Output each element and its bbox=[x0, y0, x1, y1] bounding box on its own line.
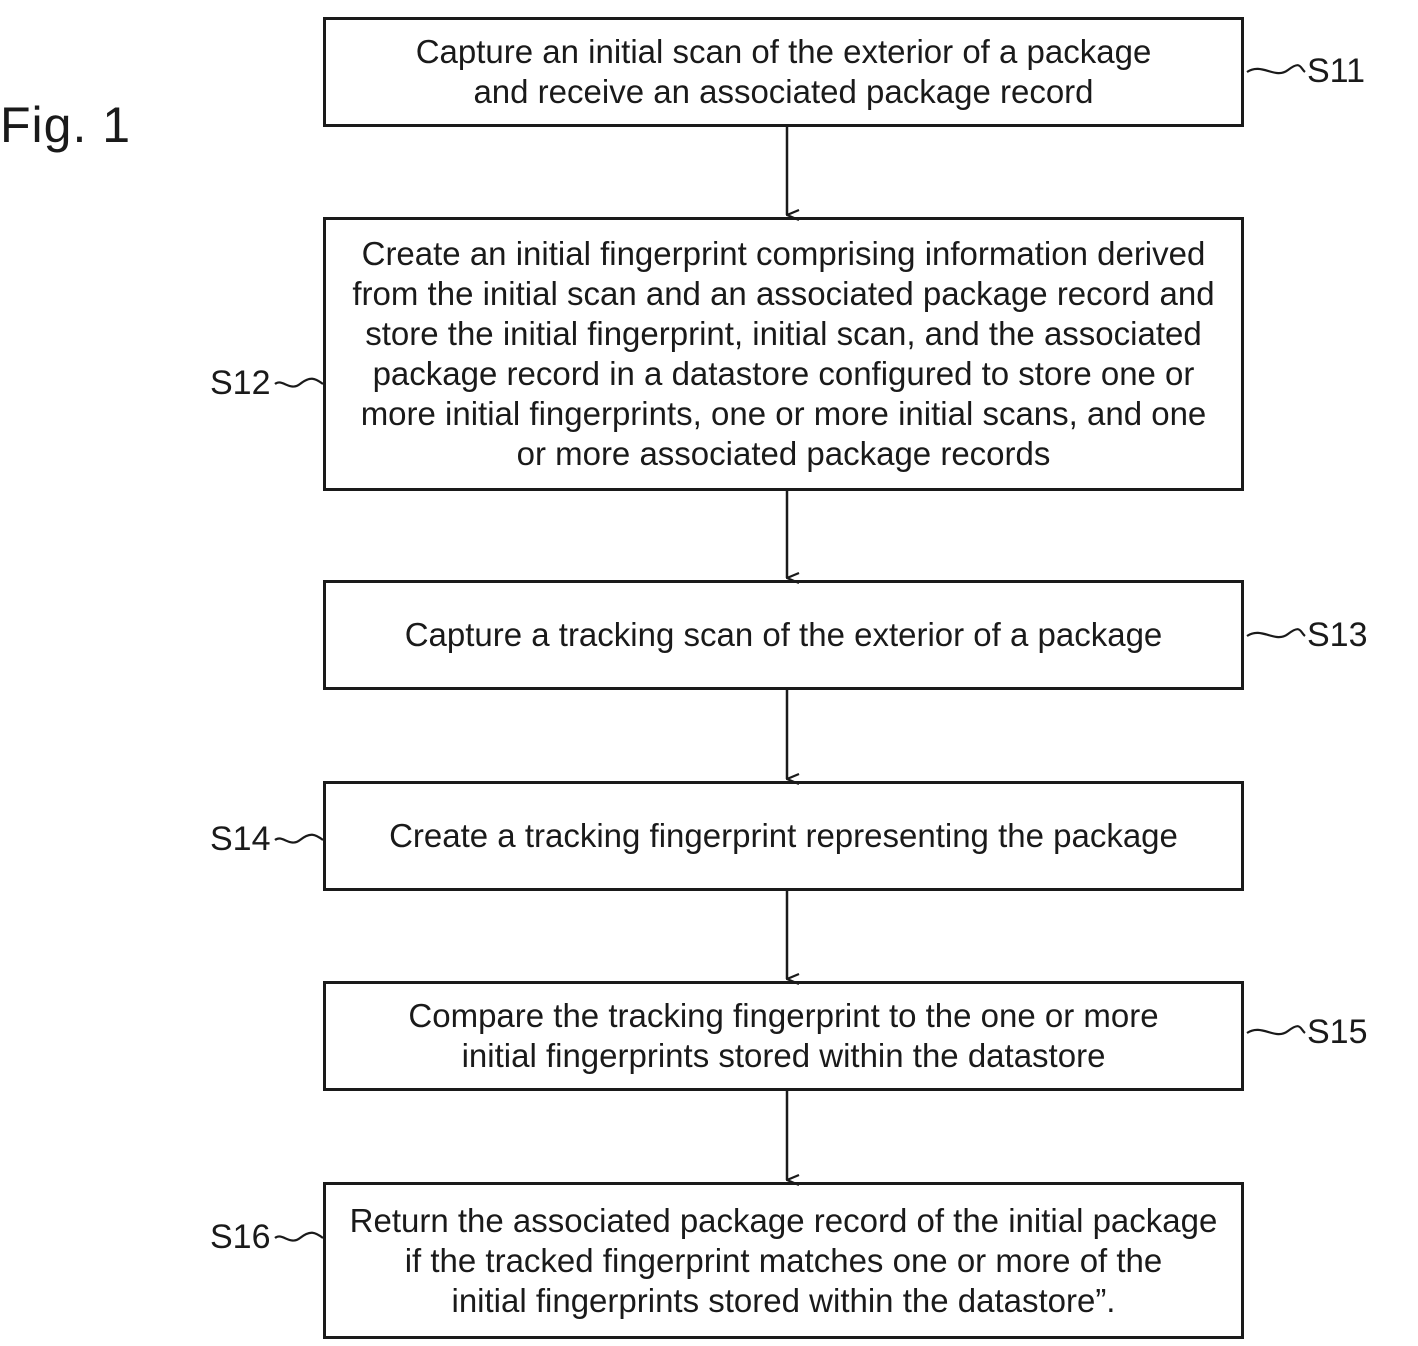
leader-s15 bbox=[1247, 1026, 1305, 1034]
leader-s12 bbox=[275, 379, 323, 387]
leader-s14 bbox=[275, 835, 323, 843]
leader-s11 bbox=[1247, 65, 1305, 73]
leader-s16 bbox=[275, 1233, 323, 1241]
leader-s13 bbox=[1247, 629, 1305, 637]
